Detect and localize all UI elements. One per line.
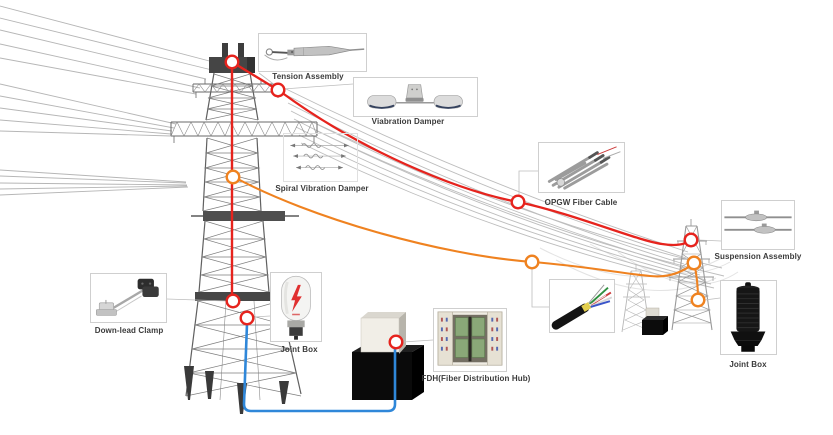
ground-cabinet-small	[642, 307, 668, 335]
fiber-cable-figure	[549, 279, 615, 333]
fdh-label: FDH(Fiber Distribution Hub)	[421, 374, 531, 383]
tension-assembly-icon	[264, 45, 365, 61]
down-lead-clamp-icon	[96, 278, 159, 316]
suspension-assembly-icon	[724, 210, 792, 234]
vibration-damper-icon	[367, 84, 463, 109]
joint-box-left-icon	[281, 275, 311, 340]
suspension-assembly-figure	[721, 200, 795, 250]
opgw-fiber-cable-figure	[538, 142, 625, 193]
downlead-cable-blue	[242, 323, 397, 413]
transmission-tower-main	[170, 43, 318, 414]
power-wires-left	[0, 5, 218, 196]
fdh-cabinet	[352, 312, 424, 400]
joint-box-right-figure	[720, 280, 777, 355]
node-markers-orange	[225, 169, 706, 308]
fdh-icon	[437, 311, 503, 366]
fiber-cable-icon	[551, 284, 613, 330]
fdh-figure	[433, 308, 507, 372]
joint-box-right-label: Joint Box	[729, 360, 767, 369]
down-lead-clamp-figure	[90, 273, 167, 323]
joint-box-left-figure	[270, 272, 322, 342]
node-markers-red	[224, 54, 699, 350]
spiral-vibration-damper-figure	[283, 133, 358, 182]
spiral-vibration-damper-icon	[290, 143, 349, 170]
spiral-vibration-damper-label: Spiral Vibration Damper	[275, 184, 369, 193]
opgw-fiber-cable-label: OPGW Fiber Cable	[544, 198, 618, 207]
suspension-assembly-label: Suspension Assembly	[714, 252, 802, 261]
tension-assembly-label: Tension Assembly	[272, 72, 344, 81]
callout-connectors	[166, 72, 722, 343]
opgw-fiber-cable-icon	[547, 146, 621, 190]
vibration-damper-label: Viabration Damper	[371, 117, 445, 126]
down-lead-clamp-label: Down-lead Clamp	[94, 326, 164, 335]
joint-box-left-label: Joint Box	[280, 345, 318, 354]
joint-box-right-icon	[730, 282, 766, 352]
tension-assembly-figure	[258, 33, 367, 72]
vibration-damper-figure	[353, 77, 478, 117]
